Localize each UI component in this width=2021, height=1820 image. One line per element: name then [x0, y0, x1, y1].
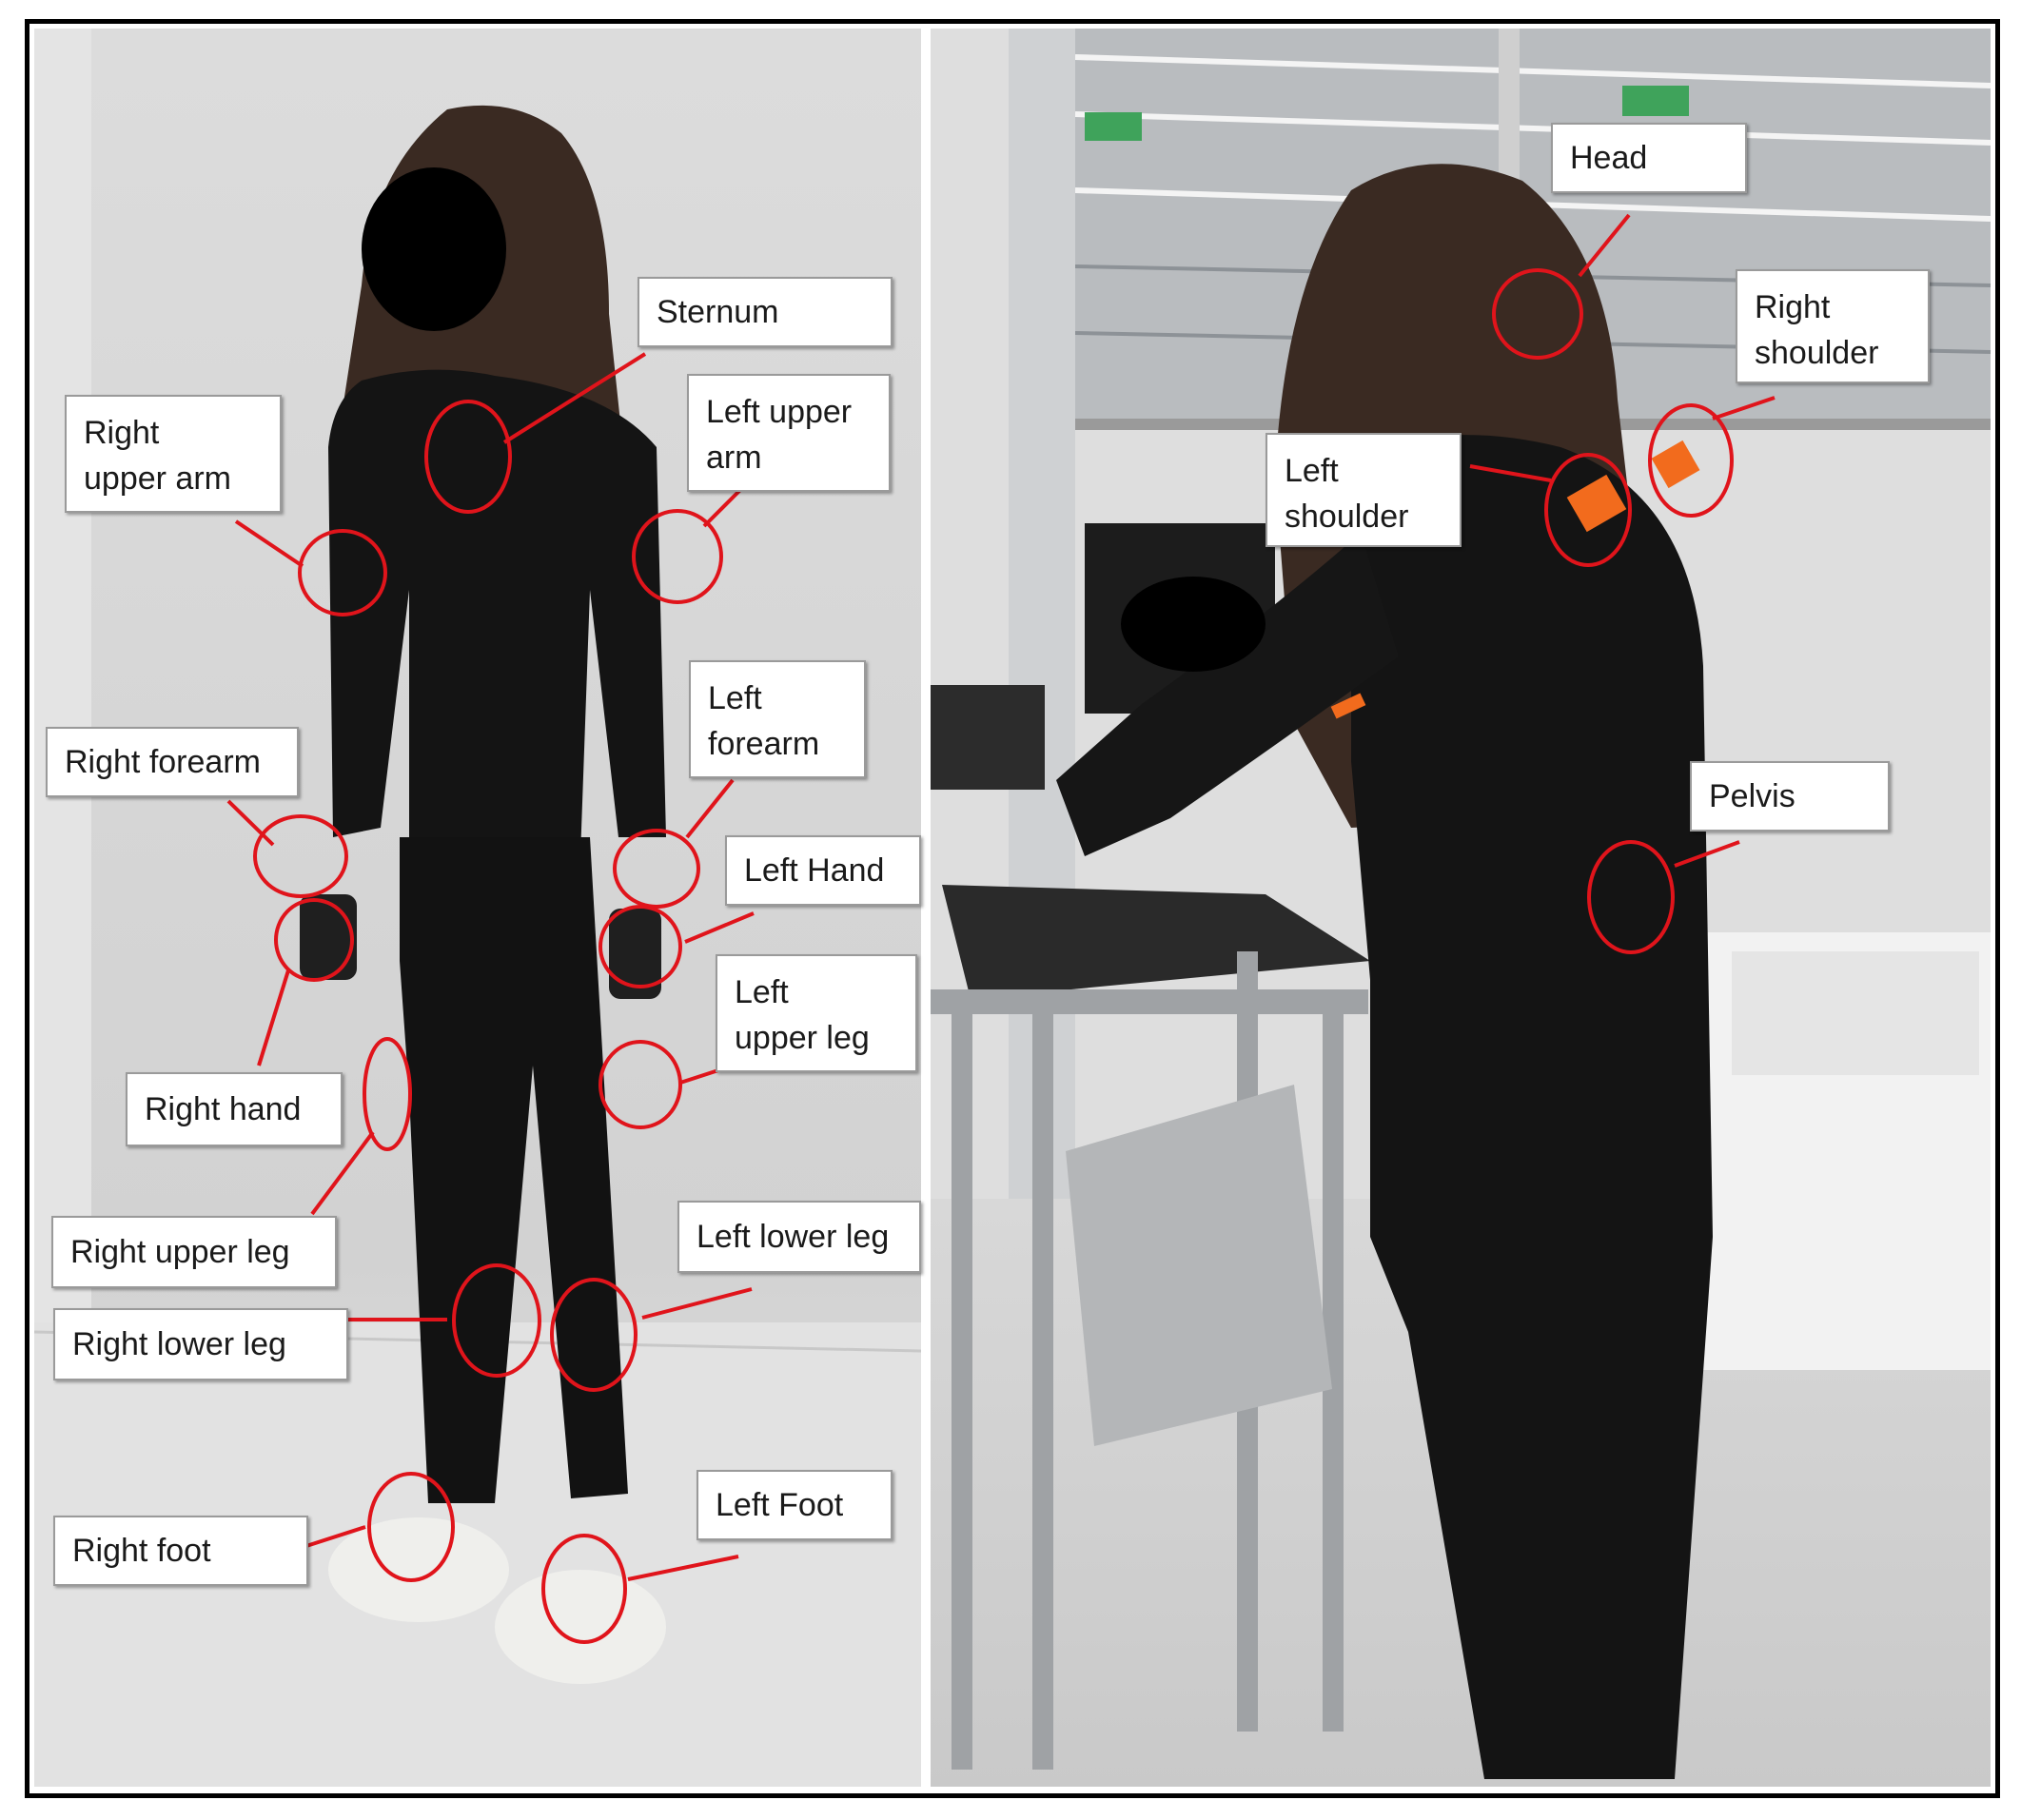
- circle-left-upper-arm: [632, 509, 723, 604]
- circle-right-lower-leg: [452, 1263, 541, 1378]
- annotations: [226, 213, 1776, 1644]
- label-right-hand: Right hand: [126, 1072, 343, 1146]
- label-left-foot: Left Foot: [697, 1470, 893, 1540]
- label-right-upper-arm: Right upper arm: [65, 395, 282, 513]
- left-photo: [33, 29, 922, 1787]
- label-right-forearm: Right forearm: [46, 727, 299, 797]
- circle-head: [1492, 268, 1583, 360]
- circle-left-shoulder: [1544, 453, 1632, 567]
- label-left-upper-leg: Left upper leg: [716, 954, 917, 1072]
- label-right-lower-leg: Right lower leg: [53, 1308, 348, 1380]
- circle-left-foot: [541, 1534, 627, 1644]
- circle-right-upper-leg: [363, 1037, 412, 1151]
- circle-left-upper-leg: [598, 1040, 682, 1129]
- label-right-upper-leg: Right upper leg: [51, 1216, 337, 1288]
- label-right-foot: Right foot: [53, 1516, 308, 1586]
- label-right-shoulder: Right shoulder: [1736, 269, 1930, 383]
- label-left-upper-arm: Left upper arm: [687, 374, 891, 492]
- face-redaction-right: [1121, 577, 1266, 672]
- circle-pelvis: [1587, 840, 1675, 954]
- label-left-lower-leg: Left lower leg: [677, 1201, 921, 1273]
- circle-sternum: [424, 400, 512, 514]
- circle-right-upper-arm: [298, 529, 387, 616]
- face-redaction-left: [362, 167, 506, 331]
- label-sternum: Sternum: [638, 277, 893, 347]
- label-left-hand: Left Hand: [725, 835, 921, 906]
- label-head: Head: [1551, 123, 1747, 193]
- circle-right-forearm: [253, 814, 348, 898]
- label-left-forearm: Left forearm: [689, 660, 866, 778]
- circle-right-hand: [274, 898, 354, 982]
- circle-left-lower-leg: [550, 1278, 638, 1392]
- label-pelvis: Pelvis: [1690, 761, 1890, 832]
- circle-right-shoulder: [1648, 403, 1734, 518]
- circle-left-hand: [598, 905, 682, 988]
- circle-right-foot: [367, 1472, 455, 1582]
- label-left-shoulder: Left shoulder: [1266, 433, 1462, 547]
- circle-left-forearm: [613, 829, 700, 909]
